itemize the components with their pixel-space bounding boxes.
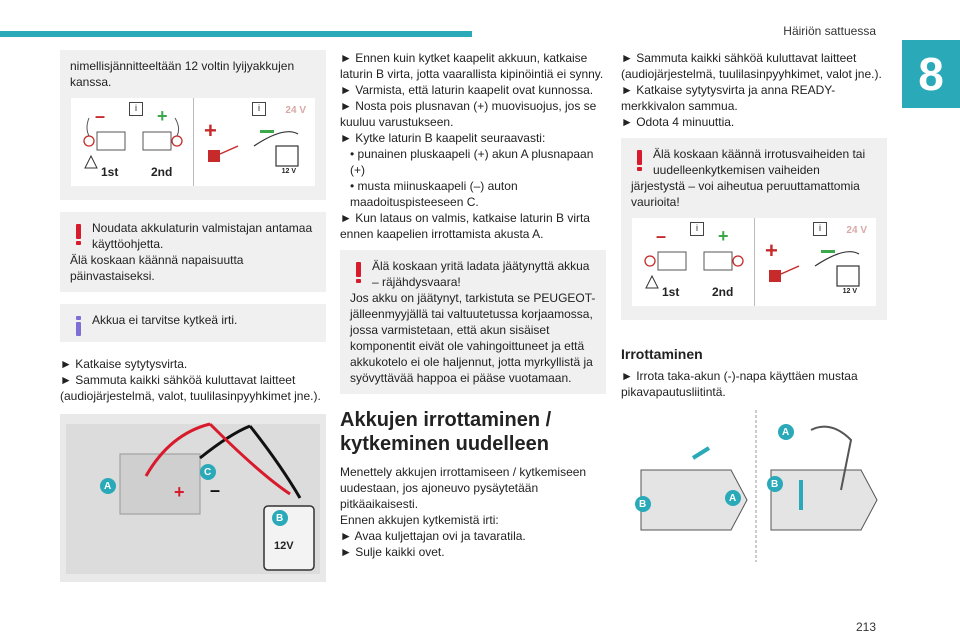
warning-text-2: Jos akku on jäätynyt, tarkistuta se PEUG… (350, 291, 596, 385)
step-text: ► Sammuta kaikki sähköä kuluttavat laitt… (621, 51, 882, 81)
warning-text-2: Älä koskaan käännä napaisuutta päinvasta… (70, 253, 244, 283)
step-text: ► Avaa kuljettajan ovi ja tavaratila. (340, 529, 526, 543)
label-b: B (276, 513, 284, 524)
step-text: ► Sulje kaikki ovet. (340, 545, 445, 559)
column-3: ► Sammuta kaikki sähköä kuluttavat laitt… (621, 50, 887, 562)
section-title: Häiriön sattuessa (783, 24, 876, 38)
subsection-heading: Irrottaminen (621, 346, 703, 362)
step-text: ► Nosta pois plusnavan (+) muovisuojus, … (340, 99, 597, 129)
diagram-panel-right: i 24 V + 12 V (194, 98, 316, 186)
info-text: Akkua ei tarvitse kytkeä irti. (92, 313, 238, 327)
info-box: Akkua ei tarvitse kytkeä irti. (60, 304, 326, 342)
header-accent-bar (0, 31, 472, 37)
manual-icon: i (129, 102, 143, 116)
manual-icon: i (690, 222, 704, 236)
svg-text:+: + (157, 106, 168, 126)
warning-box-order: Älä koskaan käännä irrotusvaiheiden tai … (621, 138, 887, 320)
warning-icon (637, 150, 642, 171)
column-2: ► Ennen kuin kytket kaapelit akkuun, kat… (340, 50, 606, 560)
substep-text: • musta miinuskaapeli (–) auton maadoitu… (350, 179, 518, 209)
step-item: ► Katkaise sytytysvirta. (60, 357, 188, 371)
charger-diagram-box: nimellisjännitteeltään 12 voltin lyijyak… (60, 50, 326, 200)
diagram-panel-left: i – + 1st 2nd (632, 218, 755, 306)
intro-text: nimellisjännitteeltään 12 voltin lyijyak… (70, 59, 295, 89)
section-heading: Akkujen irrottaminen / kytkeminen uudell… (340, 409, 552, 455)
clamp-connection-icon: + (204, 118, 299, 167)
warning-box-polarity: Noudata akkulaturin valmistajan antamaa … (60, 212, 326, 292)
label-c: C (204, 467, 212, 478)
warning-text-1: Älä koskaan käännä irrotusvaiheiden tai … (653, 147, 866, 177)
charger-12v-label: 12V (274, 540, 294, 552)
label-a: A (104, 481, 112, 492)
diagram-panel-left: i – + 1st 2nd (71, 98, 194, 186)
step-2nd-label: 2nd (712, 285, 734, 299)
svg-text:+: + (718, 226, 729, 246)
battery-polarity-icon: – + (644, 226, 744, 289)
manual-icon: i (813, 222, 827, 236)
warning-box-frozen: Älä koskaan yritä ladata jäätynyttä akku… (340, 250, 606, 394)
voltage-24v-label: 24 V (846, 225, 867, 236)
diagram-panel-right: i 24 V + 12 V (755, 218, 877, 306)
order-diagram: i – + 1st 2nd i 24 V + (632, 218, 876, 306)
step-item: ► Sammuta kaikki sähköä kuluttavat laitt… (60, 373, 321, 403)
engine-bay-photo: + – A C B 12V (60, 414, 326, 582)
column-1: nimellisjännitteeltään 12 voltin lyijyak… (60, 50, 326, 582)
warning-icon (76, 224, 81, 245)
step-text: ► Irrota taka-akun (-)-napa käyttäen mus… (621, 369, 858, 399)
info-icon (76, 316, 81, 336)
svg-text:–: – (656, 226, 666, 246)
step-1st-label: 1st (101, 165, 119, 179)
step-2nd-label: 2nd (151, 165, 173, 179)
svg-text:–: – (95, 106, 105, 126)
voltage-12v-label: 12 V (281, 168, 296, 175)
disconnect-figure: B A A B (621, 410, 887, 562)
charger-connection-illustration: + – (66, 422, 320, 574)
battery-polarity-icon: – + (83, 106, 183, 169)
voltage-24v-label: 24 V (285, 105, 306, 116)
svg-text:–: – (210, 480, 220, 500)
warning-text-1: Älä koskaan yritä ladata jäätynyttä akku… (372, 259, 590, 289)
label-b: B (771, 479, 779, 490)
warning-icon (356, 262, 361, 283)
label-a: A (729, 493, 737, 504)
charger-diagram: i – + 1st 2nd i 24 V (71, 98, 315, 186)
chapter-tab (902, 40, 960, 108)
disconnect-illustration (635, 410, 878, 562)
warning-text-2: järjestystä – voi aiheutua peruuttamatto… (631, 179, 860, 209)
label-b: B (639, 499, 647, 510)
substep-text: • punainen pluskaapeli (+) akun A plusna… (350, 147, 594, 177)
voltage-12v-label: 12 V (842, 288, 857, 295)
step-text: ► Varmista, että laturin kaapelit ovat k… (340, 83, 594, 97)
body-text: Menettely akkujen irrottamiseen / kytkem… (340, 465, 587, 511)
svg-text:+: + (204, 118, 217, 143)
label-a: A (782, 427, 790, 438)
step-1st-label: 1st (662, 285, 680, 299)
step-text: ► Kun lataus on valmis, katkaise laturin… (340, 211, 590, 241)
manual-icon: i (252, 102, 266, 116)
step-text: ► Ennen kuin kytket kaapelit akkuun, kat… (340, 51, 604, 81)
page-number: 213 (855, 620, 876, 634)
body-text: Ennen akkujen kytkemistä irti: (340, 513, 499, 527)
clamp-connection-icon: + (765, 238, 860, 287)
step-text: ► Kytke laturin B kaapelit seuraavasti: (340, 131, 546, 145)
svg-text:+: + (765, 238, 778, 263)
step-text: ► Odota 4 minuuttia. (621, 115, 735, 129)
warning-text-1: Noudata akkulaturin valmistajan antamaa … (92, 221, 313, 251)
step-text: ► Katkaise sytytysvirta ja anna READY-me… (621, 83, 836, 113)
chapter-number: 8 (918, 48, 944, 100)
step-list-1: ► Katkaise sytytysvirta. ► Sammuta kaikk… (60, 356, 326, 404)
svg-text:+: + (174, 482, 185, 502)
